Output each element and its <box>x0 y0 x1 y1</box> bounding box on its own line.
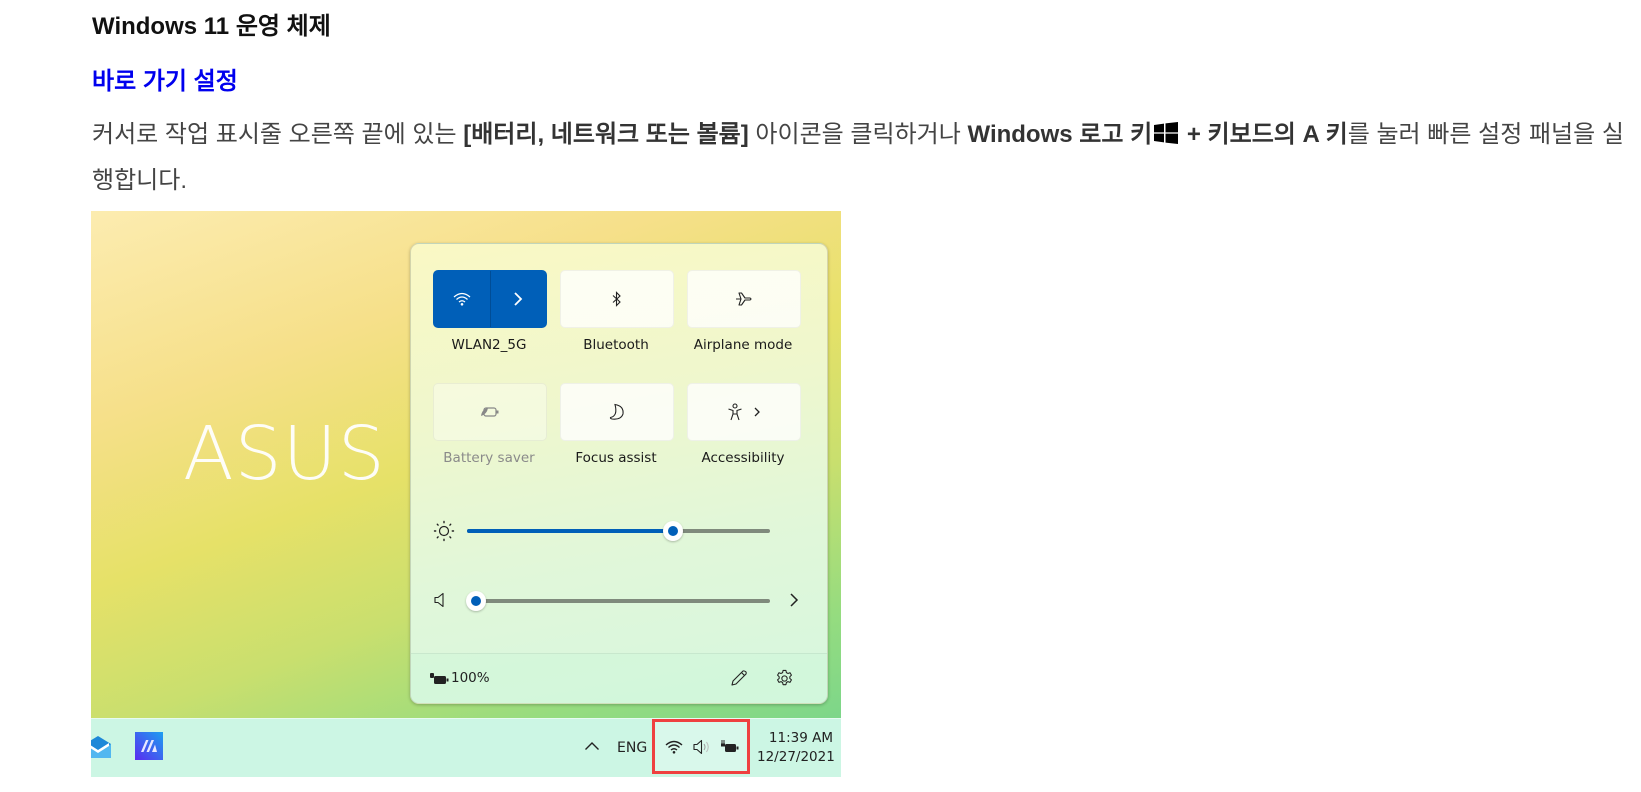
battery-percentage: 100% <box>451 670 490 686</box>
volume-slider-row <box>411 586 827 616</box>
airplane-icon <box>735 291 753 307</box>
clock-time: 11:39 AM <box>768 730 833 746</box>
clock-date: 12/27/2021 <box>757 749 835 765</box>
tile-label: Focus assist <box>575 450 657 466</box>
system-tray-highlight[interactable] <box>652 719 750 774</box>
brightness-thumb[interactable] <box>663 521 683 541</box>
moon-icon <box>609 403 625 421</box>
quick-settings-footer: 100% <box>411 653 827 704</box>
text: 아이콘을 클릭하거나 <box>748 121 968 148</box>
brightness-slider-row <box>411 516 827 546</box>
section-link-shortcut-settings[interactable]: 바로 가기 설정 <box>92 68 238 95</box>
tile-label: Airplane mode <box>693 337 793 353</box>
focus-assist-tile[interactable] <box>560 383 674 441</box>
airplane-mode-tile[interactable] <box>687 270 801 328</box>
audio-output-chevron-icon[interactable] <box>789 592 799 608</box>
sun-icon <box>433 520 455 542</box>
quick-settings-panel: WLAN2_5G Bluetooth Airplane mode Battery… <box>410 243 828 704</box>
chevron-right-icon <box>753 406 761 418</box>
tile-label: Accessibility <box>701 450 785 466</box>
volume-thumb[interactable] <box>466 591 486 611</box>
wifi-networks-button[interactable] <box>489 271 547 327</box>
tile-label: WLAN2_5G <box>451 337 527 353</box>
brightness-fill <box>467 529 673 533</box>
tile-label: Bluetooth <box>583 337 649 353</box>
gear-icon[interactable] <box>775 669 794 688</box>
input-language-indicator[interactable]: ENG <box>617 740 648 756</box>
wifi-icon <box>453 292 471 306</box>
wifi-tile[interactable] <box>433 270 547 328</box>
bold-text: Windows 로고 키 <box>967 121 1153 148</box>
battery-charging-icon[interactable] <box>429 672 449 686</box>
wifi-toggle[interactable] <box>434 271 490 327</box>
speaker-icon <box>434 592 446 608</box>
text: 를 눌러 빠른 설정 패널을 실행합니다. <box>92 121 1624 194</box>
quick-settings-screenshot: ASUS V WLAN2_5G Bluetooth Airplane mode … <box>91 211 841 777</box>
chevron-right-icon <box>513 292 523 306</box>
accessibility-icon <box>727 403 743 421</box>
wifi-icon <box>665 740 683 754</box>
show-hidden-icons-chevron[interactable] <box>584 741 600 751</box>
tile-label: Battery saver <box>443 450 535 466</box>
taskbar: ENG 11:39 AM 12/27/2021 <box>91 718 841 777</box>
taskbar-clock[interactable]: 11:39 AM 12/27/2021 <box>757 729 835 767</box>
instruction-paragraph: 커서로 작업 표시줄 오른쪽 끝에 있는 [배터리, 네트워크 또는 볼륨] 아… <box>92 112 1632 204</box>
pencil-icon[interactable] <box>730 669 748 687</box>
bluetooth-icon <box>611 291 623 307</box>
volume-track[interactable] <box>467 599 770 603</box>
bold-text: [배터리, 네트워크 또는 볼륨] <box>463 121 749 148</box>
mail-app-icon[interactable] <box>91 734 111 760</box>
battery-charging-icon <box>720 739 740 755</box>
battery-saver-icon <box>480 406 500 418</box>
bold-text: + 키보드의 A 키 <box>1180 121 1348 148</box>
battery-saver-tile[interactable] <box>433 383 547 441</box>
page-title: Windows 11 운영 체제 <box>92 13 331 40</box>
volume-icon <box>693 739 713 755</box>
windows-logo-icon <box>1154 122 1179 144</box>
myasus-app-icon[interactable] <box>135 732 163 760</box>
accessibility-tile[interactable] <box>687 383 801 441</box>
text: 커서로 작업 표시줄 오른쪽 끝에 있는 <box>92 121 464 148</box>
bluetooth-tile[interactable] <box>560 270 674 328</box>
